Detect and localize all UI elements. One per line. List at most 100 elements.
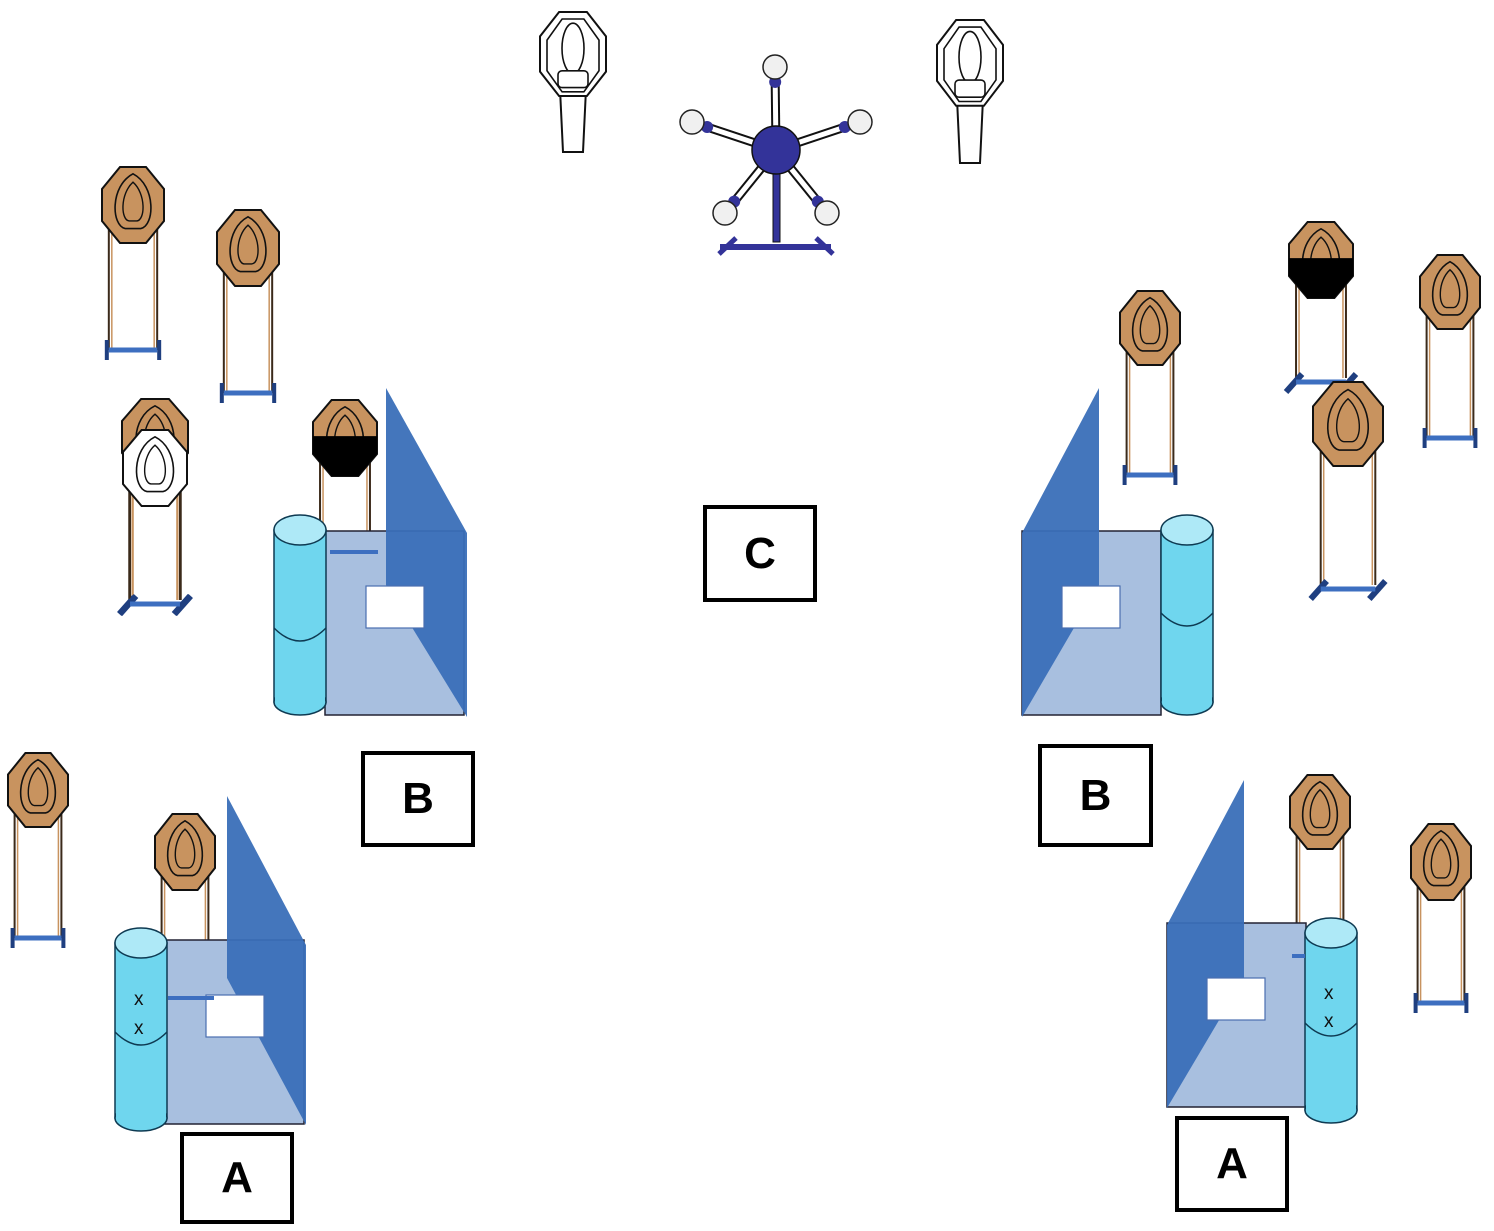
popper-head-center — [958, 30, 982, 84]
barrel-body — [273, 529, 327, 703]
target-plate — [1289, 774, 1351, 850]
target-zone-outer — [229, 215, 267, 273]
target-plate — [216, 209, 280, 287]
no-shoot-cover — [313, 436, 377, 476]
position-label-right-a: A — [1175, 1116, 1289, 1212]
spinner-ball — [762, 54, 788, 80]
spinner-foot-left — [717, 236, 738, 256]
target-zone-outer — [135, 435, 175, 493]
wall-fin — [1167, 780, 1244, 1108]
shooting-position-left-b — [273, 388, 467, 717]
port-window — [365, 585, 425, 629]
stand-foot-right — [171, 594, 193, 616]
port-window — [1206, 977, 1266, 1021]
barrel-bottom-fill — [116, 1104, 166, 1118]
popper-target-left — [539, 11, 607, 153]
barrel-bottom-fill — [1306, 1096, 1356, 1110]
target-zone-outer — [1301, 780, 1339, 836]
stand-foot-left — [117, 594, 139, 616]
barrel-body — [1304, 932, 1358, 1111]
wall-fin — [386, 388, 467, 717]
position-label-left-a: A — [180, 1132, 294, 1224]
barrel-top — [1304, 917, 1358, 949]
steel-target-left-2 — [216, 209, 280, 403]
popper-head-center — [561, 22, 585, 75]
barrel-top — [114, 927, 168, 959]
steel-target-right-noshoot — [1283, 221, 1359, 394]
steel-target-left-3-white — [117, 429, 193, 616]
position-label-left-b: B — [361, 751, 475, 847]
barrel-seam — [1160, 612, 1214, 627]
shooting-position-left-a — [114, 796, 306, 1132]
target-zone-inner — [1309, 788, 1331, 829]
target-zone-outer — [1422, 829, 1460, 887]
target-zone-outer — [1327, 388, 1369, 451]
steel-target-left-1 — [101, 166, 165, 360]
popper-head-ring — [546, 18, 600, 93]
steel-target-right-1 — [1119, 290, 1181, 485]
target-zone-inner — [1139, 304, 1161, 345]
target-zone-inner — [174, 828, 196, 869]
target-zone-inner — [1430, 838, 1452, 879]
wall-fin — [227, 796, 306, 1125]
barrel-mark-left-upper: x — [134, 989, 144, 1010]
target-zone-outer — [19, 758, 57, 814]
no-shoot-cover — [1289, 258, 1353, 298]
target-zone-inner — [27, 766, 49, 807]
port-window — [1061, 585, 1121, 629]
target-plate — [1119, 290, 1181, 366]
port-window — [205, 994, 265, 1038]
barrel-body — [114, 942, 168, 1119]
spinner-target — [679, 54, 873, 256]
target-plate — [7, 752, 69, 828]
shooting-position-right-b — [1021, 388, 1214, 717]
spinner-post — [772, 169, 781, 243]
popper-neck — [557, 70, 589, 89]
stand-foot-right — [1367, 579, 1388, 601]
position-label-center-c: C — [703, 505, 817, 602]
target-zone-outer — [166, 819, 204, 877]
target-plate — [1312, 381, 1384, 467]
barrel-mark-right-upper: x — [1324, 983, 1334, 1004]
target-zone-inner — [143, 444, 167, 485]
target-zone-outer — [114, 172, 152, 230]
spinner-ball — [847, 109, 873, 135]
steel-target-left-lower — [7, 752, 69, 948]
target-plate — [1410, 823, 1472, 901]
stand-foot-left — [1308, 579, 1329, 601]
barrel-body — [1160, 529, 1214, 703]
barrel-bottom-fill — [1162, 688, 1212, 702]
spinner-foot-right — [814, 236, 835, 256]
target-zone-inner — [1336, 397, 1360, 443]
steel-target-right-2 — [1419, 254, 1481, 448]
target-plate — [1419, 254, 1481, 330]
barrel-bottom-fill — [275, 688, 325, 702]
stand-foot-left — [1283, 372, 1305, 394]
shooting-position-right-a — [1166, 780, 1358, 1124]
popper-body — [558, 88, 588, 153]
spinner-ball — [679, 109, 705, 135]
popper-body — [955, 97, 985, 164]
spinner-ball — [712, 200, 738, 226]
barrel-seam — [114, 1031, 168, 1046]
wall-fin — [1022, 388, 1099, 717]
popper-neck — [954, 79, 986, 99]
barrel-mark-left-lower: x — [134, 1018, 144, 1039]
popper-target-right — [936, 19, 1004, 164]
target-zone-inner — [1439, 268, 1461, 309]
barrel-mark-right-lower: x — [1324, 1011, 1334, 1032]
position-label-right-b: B — [1038, 744, 1153, 847]
spinner-ball — [814, 200, 840, 226]
spinner-hub — [751, 125, 801, 175]
target-plate — [101, 166, 165, 244]
steel-target-right-3 — [1308, 381, 1388, 601]
popper-head-ring — [943, 26, 997, 103]
target-zone-inner — [237, 224, 259, 265]
barrel-seam — [1304, 1022, 1358, 1037]
barrel-seam — [273, 627, 327, 642]
steel-target-right-lower — [1410, 823, 1472, 1013]
target-zone-outer — [1431, 260, 1469, 316]
barrel-top — [1160, 514, 1214, 546]
